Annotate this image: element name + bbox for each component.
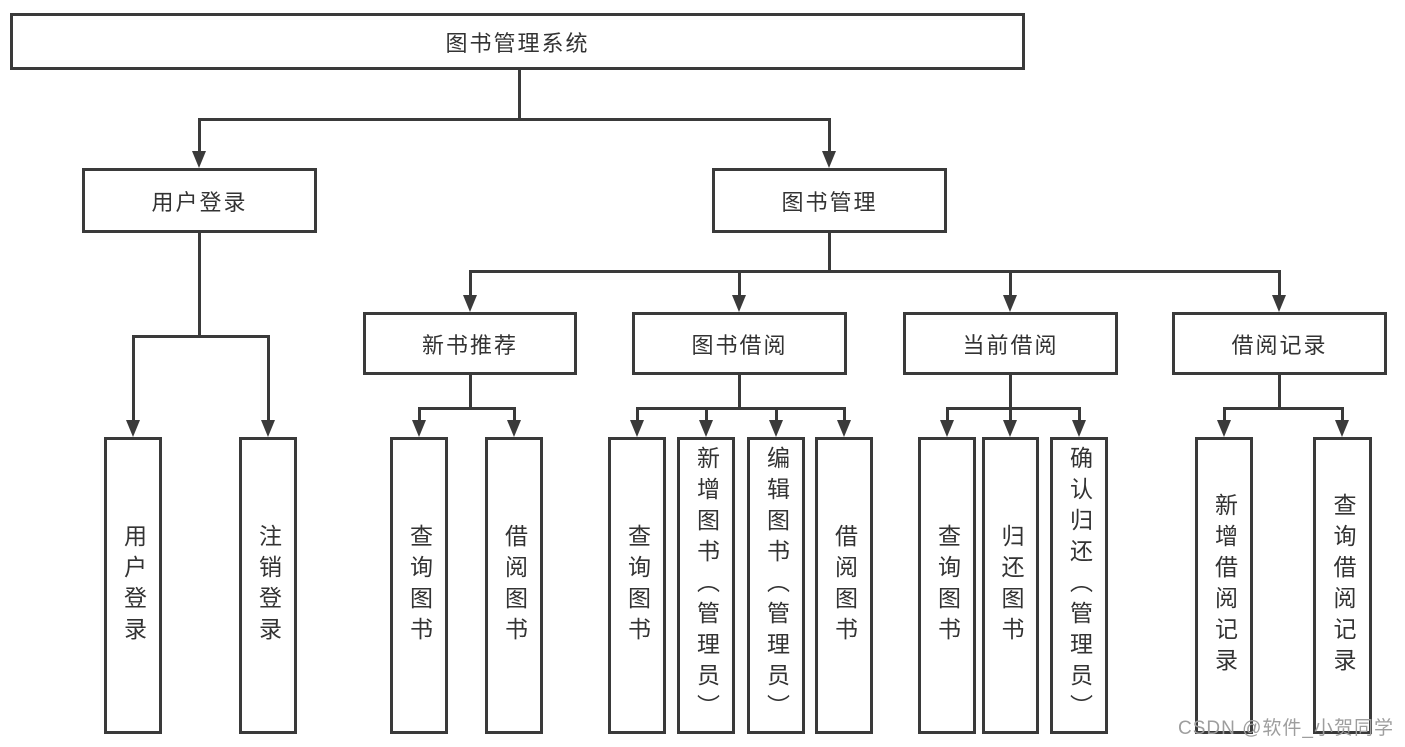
connector-line <box>417 407 516 410</box>
connector-line <box>468 270 1281 273</box>
leaf-add-borrow-record-label: 新增借阅记录 <box>1211 492 1238 679</box>
arrowhead-icon <box>126 420 140 437</box>
leaf-logout-label: 注销登录 <box>255 523 282 648</box>
connector-line <box>468 270 472 295</box>
node-user-login-label: 用户登录 <box>151 189 248 215</box>
leaf-return-book-label: 归还图书 <box>998 523 1024 648</box>
connector-line <box>945 407 949 420</box>
connector-line <box>517 70 521 118</box>
connector-line <box>737 270 741 295</box>
connector-line <box>827 118 831 152</box>
arrowhead-icon <box>463 295 477 312</box>
connector-line <box>1277 375 1281 407</box>
node-new-book-recommend-label: 新书推荐 <box>421 332 518 358</box>
leaf-edit-book-admin: 编辑图书（管理员） <box>747 437 805 734</box>
arrowhead-icon <box>261 420 275 437</box>
arrowhead-icon <box>1003 295 1017 312</box>
leaf-query-borrow-record: 查询借阅记录 <box>1313 437 1372 734</box>
node-new-book-recommend: 新书推荐 <box>363 312 577 375</box>
connector-line <box>1008 270 1012 295</box>
leaf-borrow-books-label: 借阅图书 <box>831 523 858 648</box>
connector-line <box>197 233 201 335</box>
arrowhead-icon <box>732 295 746 312</box>
leaf-query-books-borrow: 查询图书 <box>608 437 666 734</box>
leaf-query-books-current-label: 查询图书 <box>934 523 961 648</box>
leaf-add-book-admin: 新增图书（管理员） <box>677 437 735 734</box>
leaf-add-book-admin-label: 新增图书（管理员） <box>693 446 720 725</box>
connector-line <box>197 118 201 152</box>
connector-line <box>1222 407 1226 420</box>
connector-line <box>266 335 270 420</box>
connector-line <box>1340 407 1344 420</box>
connector-line <box>842 407 846 420</box>
node-root: 图书管理系统 <box>10 13 1025 70</box>
node-book-borrow: 图书借阅 <box>632 312 847 375</box>
leaf-user-login: 用户登录 <box>104 437 162 734</box>
leaf-query-borrow-record-label: 查询借阅记录 <box>1330 492 1356 679</box>
connector-line <box>774 407 778 420</box>
connector-line <box>737 375 741 407</box>
connector-line <box>468 375 472 407</box>
arrowhead-icon <box>630 420 644 437</box>
node-book-borrow-label: 图书借阅 <box>691 332 788 358</box>
arrowhead-icon <box>837 420 851 437</box>
connector-line <box>131 335 135 420</box>
arrowhead-icon <box>1335 420 1349 437</box>
node-borrow-records: 借阅记录 <box>1172 312 1387 375</box>
leaf-logout: 注销登录 <box>239 437 297 734</box>
node-current-borrow: 当前借阅 <box>903 312 1118 375</box>
leaf-add-borrow-record: 新增借阅记录 <box>1195 437 1253 734</box>
arrowhead-icon <box>1003 420 1017 437</box>
connector-line <box>1008 375 1012 407</box>
connector-line <box>1008 407 1012 420</box>
arrowhead-icon <box>940 420 954 437</box>
arrowhead-icon <box>1072 420 1086 437</box>
arrowhead-icon <box>699 420 713 437</box>
node-book-management-label: 图书管理 <box>781 189 878 215</box>
connector-line <box>635 407 846 410</box>
node-user-login: 用户登录 <box>82 168 317 233</box>
arrowhead-icon <box>507 420 521 437</box>
connector-line <box>945 407 1081 410</box>
connector-line <box>827 233 831 270</box>
connector-line <box>197 118 831 121</box>
arrowhead-icon <box>1217 420 1231 437</box>
arrowhead-icon <box>1272 295 1286 312</box>
connector-line <box>1277 270 1281 295</box>
connector-line <box>417 407 421 420</box>
arrowhead-icon <box>822 151 836 168</box>
node-borrow-records-label: 借阅记录 <box>1231 332 1328 358</box>
node-root-label: 图书管理系统 <box>445 30 590 56</box>
leaf-query-books-borrow-label: 查询图书 <box>624 523 651 648</box>
leaf-query-books-current: 查询图书 <box>918 437 976 734</box>
leaf-borrow-books-recommend: 借阅图书 <box>485 437 543 734</box>
connector-line <box>512 407 516 420</box>
leaf-user-login-label: 用户登录 <box>120 523 147 648</box>
csdn-watermark: CSDN @软件_小贺同学 <box>1178 718 1394 739</box>
arrowhead-icon <box>769 420 783 437</box>
leaf-query-books-recommend-label: 查询图书 <box>406 523 433 648</box>
leaf-borrow-books-recommend-label: 借阅图书 <box>501 523 528 648</box>
node-book-management: 图书管理 <box>712 168 947 233</box>
connector-line <box>635 407 639 420</box>
leaf-confirm-return-admin: 确认归还（管理员） <box>1050 437 1108 734</box>
arrowhead-icon <box>192 151 206 168</box>
connector-line <box>1077 407 1081 420</box>
leaf-confirm-return-admin-label: 确认归还（管理员） <box>1066 446 1093 725</box>
leaf-return-book: 归还图书 <box>982 437 1039 734</box>
arrowhead-icon <box>412 420 426 437</box>
connector-line <box>1222 407 1344 410</box>
node-current-borrow-label: 当前借阅 <box>962 332 1059 358</box>
leaf-query-books-recommend: 查询图书 <box>390 437 448 734</box>
connector-line <box>131 335 270 338</box>
leaf-borrow-books: 借阅图书 <box>815 437 873 734</box>
leaf-edit-book-admin-label: 编辑图书（管理员） <box>763 446 790 725</box>
connector-line <box>704 407 708 420</box>
